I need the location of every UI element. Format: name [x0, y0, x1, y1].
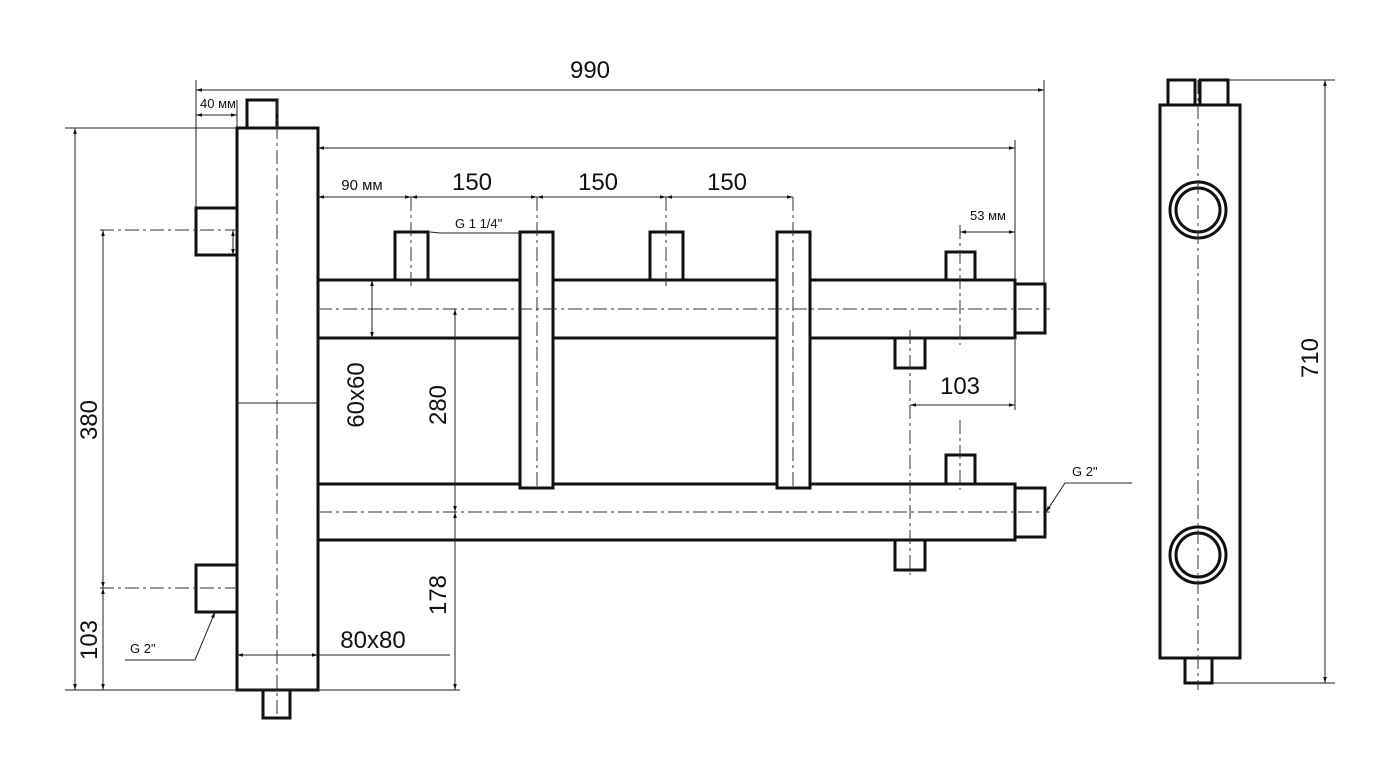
dim-280: 280: [425, 385, 452, 425]
side-view: 710: [1158, 78, 1335, 690]
dim-53: 53 мм: [970, 208, 1006, 223]
top-nozzle: [245, 98, 279, 130]
front-view: [100, 98, 1050, 720]
dim-380: 380: [76, 400, 103, 440]
left-upper-nozzle: [194, 206, 239, 257]
dim-710: 710: [1297, 338, 1324, 378]
dim-103-vertical: 103: [76, 620, 103, 660]
dim-178: 178: [425, 575, 452, 615]
label-g-1-1-4: G 1 1/4": [455, 216, 503, 231]
dimensions: 990 40 мм 90 мм 150 150 150 53 мм 103 38…: [65, 57, 1132, 691]
dim-80x80: 80x80: [340, 627, 405, 654]
label-g2-left: G 2": [130, 641, 156, 656]
dim-90: 90 мм: [341, 177, 382, 194]
dim-60x60: 60x60: [343, 362, 370, 427]
dim-150-2: 150: [578, 169, 618, 196]
dim-150-1: 150: [452, 169, 492, 196]
label-g2-right: G 2": [1072, 464, 1098, 479]
dim-103-horizontal: 103: [940, 373, 980, 400]
dim-40: 40 мм: [200, 96, 236, 111]
dim-overall-width: 990: [570, 57, 610, 84]
dim-150-3: 150: [707, 169, 747, 196]
